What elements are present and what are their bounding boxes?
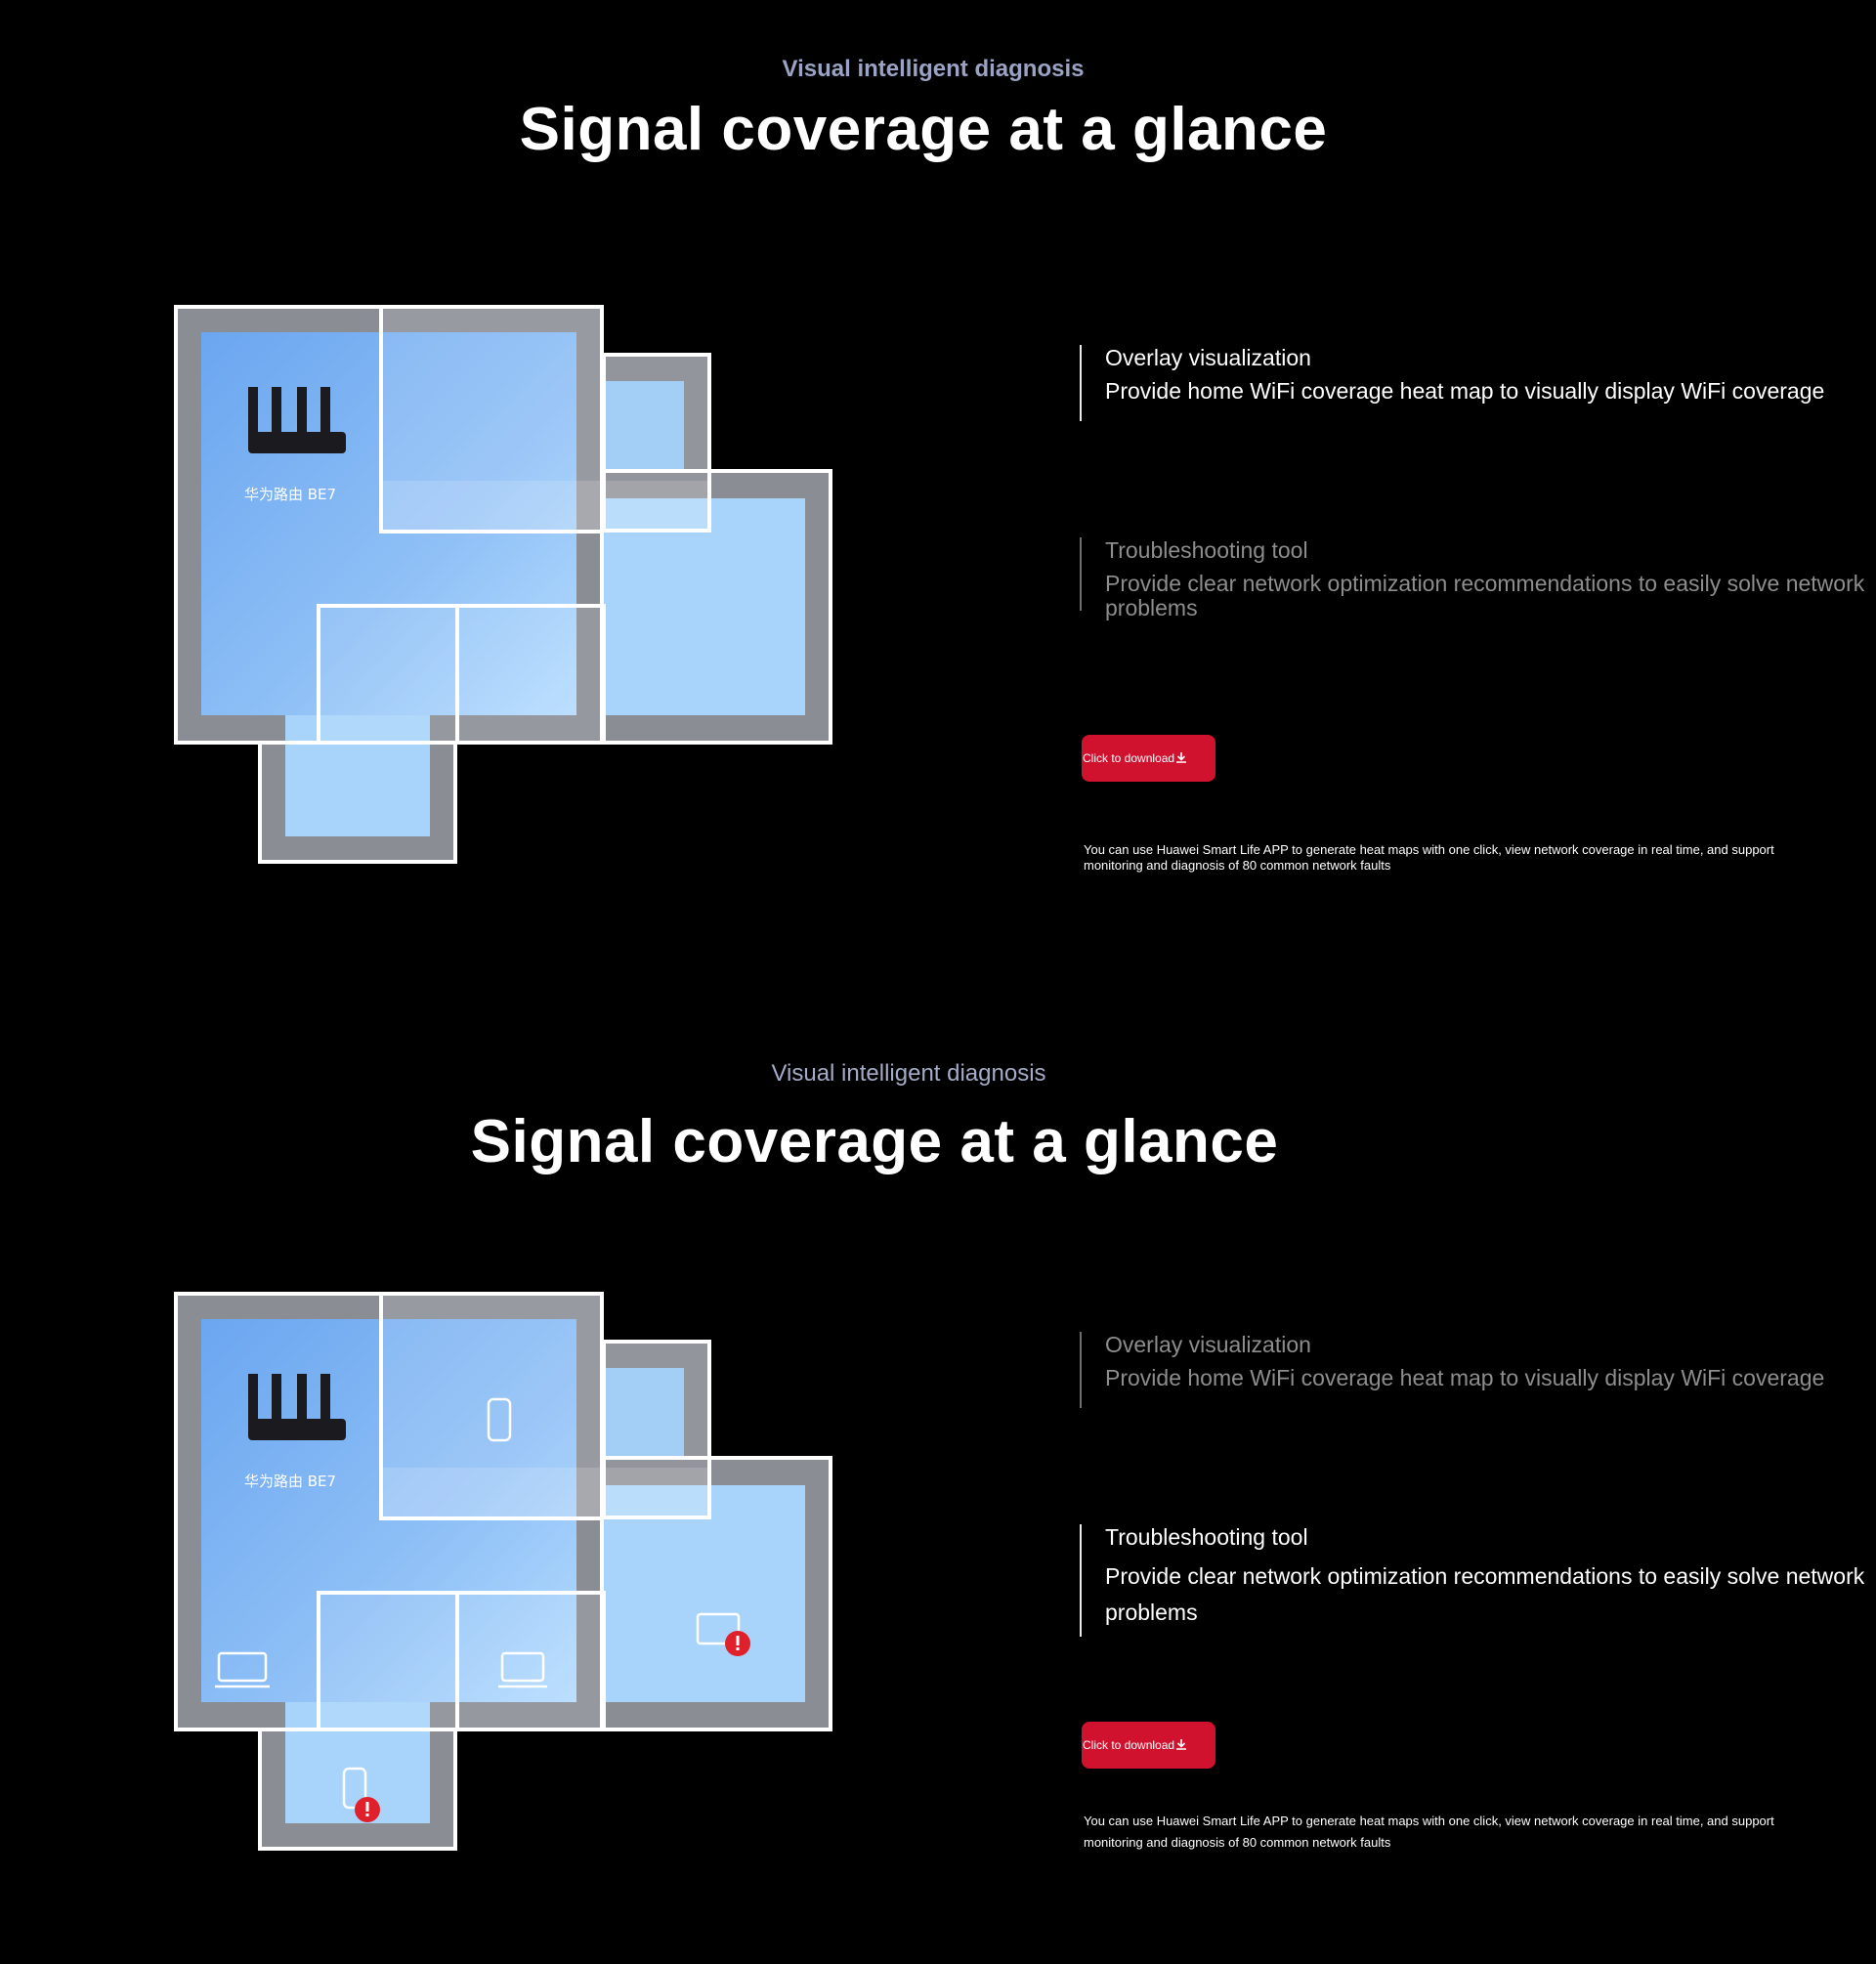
room-main	[176, 1294, 602, 1729]
download-label: Click to download	[1083, 751, 1175, 765]
room-right-lower	[602, 1458, 831, 1729]
coverage-section-2: Visual intelligent diagnosis Signal cove…	[0, 987, 1876, 1964]
router-label: 华为路由 BE7	[244, 486, 337, 503]
laptop-icon	[215, 1651, 270, 1688]
feature-troubleshooting-tool[interactable]: Troubleshooting tool Provide clear netwo…	[1080, 1524, 1876, 1637]
feature-overlay-visualization[interactable]: Overlay visualization Provide home WiFi …	[1080, 345, 1876, 421]
router-icon	[248, 1374, 346, 1440]
feature-description: Provide home WiFi coverage heat map to v…	[1105, 1365, 1825, 1390]
coverage-section-1: Visual intelligent diagnosis Signal cove…	[0, 0, 1876, 977]
feature-title: Troubleshooting tool	[1105, 537, 1308, 563]
feature-description: Provide clear network optimization recom…	[1105, 1563, 1865, 1625]
floor-plan: 华为路由 BE7	[174, 1292, 833, 1858]
floor-plan: 华为路由 BE7	[174, 305, 833, 872]
feature-description: Provide home WiFi coverage heat map to v…	[1105, 378, 1825, 404]
download-icon	[1175, 751, 1187, 766]
download-icon	[1175, 1738, 1187, 1753]
feature-title: Overlay visualization	[1105, 1332, 1311, 1357]
download-button[interactable]: Click to download	[1082, 735, 1215, 782]
download-button[interactable]: Click to download	[1082, 1722, 1215, 1769]
feature-title: Overlay visualization	[1105, 345, 1311, 370]
room-bottom	[260, 1702, 455, 1849]
app-note: You can use Huawei Smart Life APP to gen…	[1084, 842, 1774, 873]
laptop-icon	[498, 1651, 547, 1688]
room-bottom	[260, 715, 455, 862]
section-eyebrow: Visual intelligent diagnosis	[771, 1060, 1046, 1087]
app-note: You can use Huawei Smart Life APP to gen…	[1084, 1814, 1774, 1850]
section-eyebrow: Visual intelligent diagnosis	[782, 56, 1085, 82]
feature-title: Troubleshooting tool	[1105, 1524, 1308, 1550]
room-main	[176, 307, 602, 743]
section-title: Signal coverage at a glance	[470, 1108, 1279, 1175]
room-right-lower	[602, 471, 831, 743]
tablet-alert-icon	[696, 1612, 750, 1656]
feature-description: Provide clear network optimization recom…	[1105, 571, 1865, 620]
feature-overlay-visualization[interactable]: Overlay visualization Provide home WiFi …	[1080, 1332, 1876, 1408]
feature-troubleshooting-tool[interactable]: Troubleshooting tool Provide clear netwo…	[1080, 537, 1876, 620]
phone-alert-icon	[342, 1767, 380, 1822]
phone-icon	[487, 1397, 512, 1442]
router-icon	[248, 387, 346, 453]
section-title: Signal coverage at a glance	[519, 96, 1328, 163]
router-label: 华为路由 BE7	[244, 1473, 337, 1490]
download-label: Click to download	[1083, 1738, 1175, 1752]
